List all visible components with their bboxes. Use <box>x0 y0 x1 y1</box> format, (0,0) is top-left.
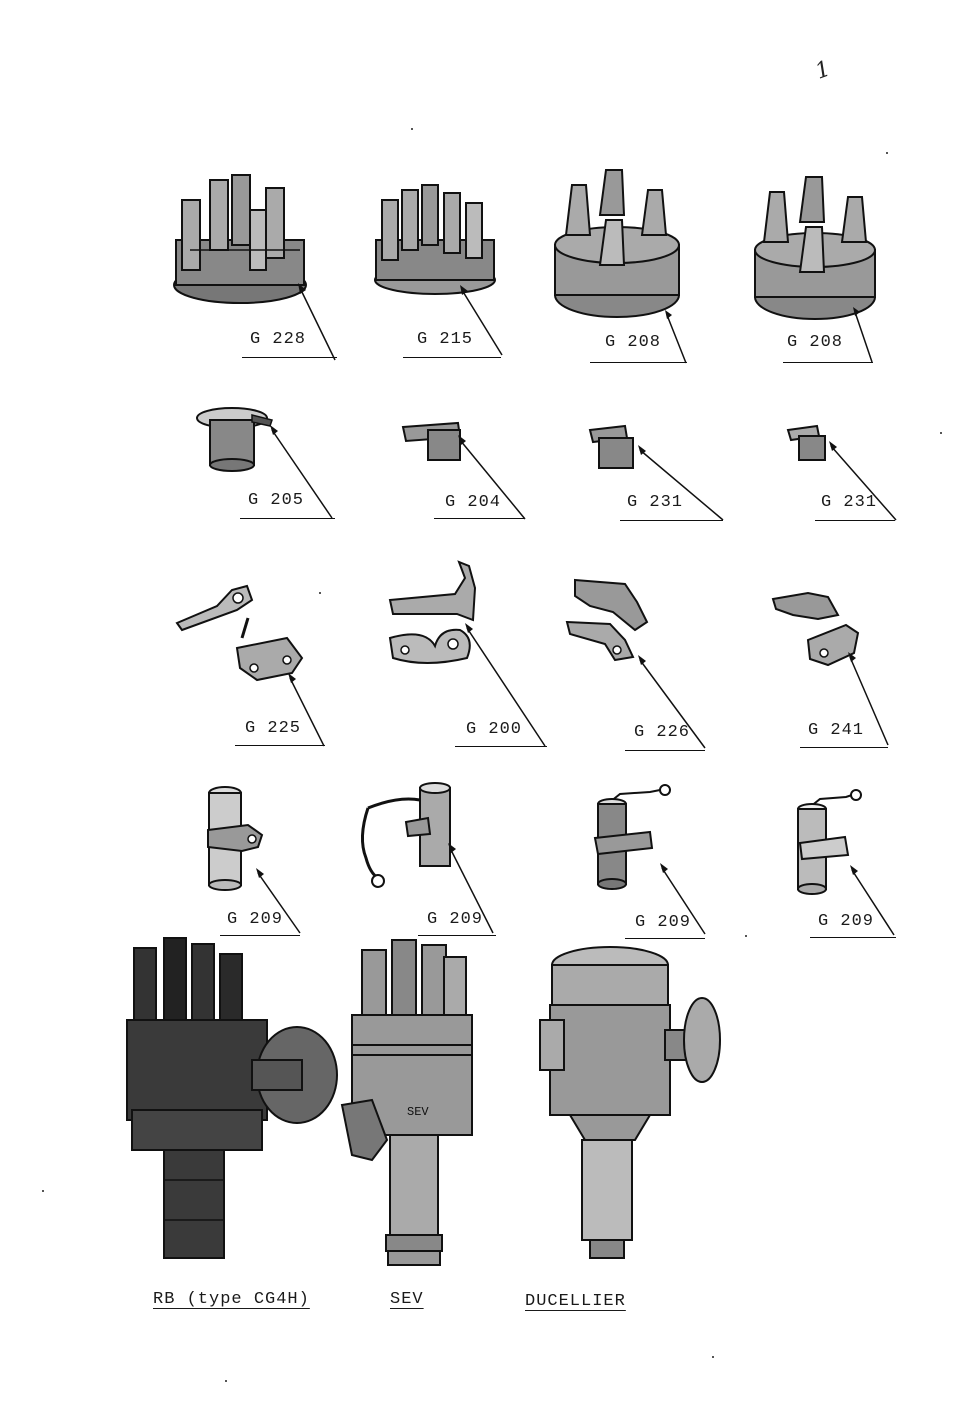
part-label: G 209 <box>635 913 692 932</box>
part-dist-rb <box>122 930 342 1265</box>
distributor-caption: RB (type CG4H) <box>153 1290 310 1309</box>
label-underline <box>590 362 687 363</box>
part-points-3 <box>565 572 710 750</box>
part-label: G 231 <box>821 493 878 512</box>
part-cap-2 <box>372 184 522 365</box>
part-label: G 241 <box>808 721 865 740</box>
part-condenser-4 <box>790 785 898 937</box>
label-underline <box>625 938 705 939</box>
label-underline <box>620 520 723 521</box>
part-cap-3 <box>552 165 692 365</box>
label-underline <box>455 746 547 747</box>
scan-speck <box>886 152 888 154</box>
part-cap-4 <box>750 172 890 372</box>
part-label: G 226 <box>634 723 691 742</box>
contact-points-icon <box>175 584 325 747</box>
condenser-icon <box>361 782 494 934</box>
label-underline <box>810 937 896 938</box>
distributor-caption: DUCELLIER <box>525 1292 626 1311</box>
part-rotor-1 <box>192 400 337 520</box>
condenser-icon <box>797 789 895 936</box>
part-dist-sev: SEV <box>332 935 482 1280</box>
distributor-icon: SEV <box>340 939 473 1266</box>
distributor-caption: SEV <box>390 1290 424 1309</box>
condenser-icon <box>207 786 301 934</box>
contact-points-icon <box>771 591 889 746</box>
rotor-arm-icon <box>786 424 897 521</box>
label-underline <box>418 935 496 936</box>
part-label: G 209 <box>427 910 484 929</box>
distributor-cap-icon <box>374 184 503 356</box>
scan-speck <box>225 1380 227 1382</box>
part-label: G 208 <box>605 333 662 352</box>
part-label: G 231 <box>627 493 684 512</box>
condenser-icon <box>593 784 706 935</box>
scan-speck <box>319 592 321 594</box>
distributor-cap-icon <box>554 169 687 364</box>
part-cap-1 <box>170 170 340 370</box>
part-label: G 200 <box>466 720 523 739</box>
part-label: G 228 <box>250 330 307 349</box>
label-underline <box>220 935 300 936</box>
scan-speck <box>411 128 413 130</box>
svg-text:SEV: SEV <box>407 1105 429 1119</box>
part-label: G 225 <box>245 719 302 738</box>
label-underline <box>800 747 888 748</box>
label-underline <box>783 362 873 363</box>
part-label: G 204 <box>445 493 502 512</box>
rotor-arm-icon <box>588 424 724 521</box>
label-underline <box>815 520 895 521</box>
part-points-2 <box>385 558 550 748</box>
label-underline <box>625 750 705 751</box>
contact-points-icon <box>388 560 546 747</box>
distributor-cap-icon <box>754 176 876 363</box>
part-rotor-4 <box>783 420 898 521</box>
label-underline <box>434 518 524 519</box>
part-label: G 205 <box>248 491 305 510</box>
distributor-icon <box>539 946 721 1259</box>
part-condenser-2 <box>358 778 498 935</box>
part-label: G 215 <box>417 330 474 349</box>
rotor-arm-icon <box>196 407 333 519</box>
part-label: G 209 <box>818 912 875 931</box>
rotor-arm-icon <box>401 421 526 520</box>
part-condenser-3 <box>590 780 710 938</box>
part-label: G 208 <box>787 333 844 352</box>
part-points-4 <box>768 585 893 748</box>
page-mark: 1 <box>812 56 834 85</box>
distributor-cap-icon <box>173 174 336 361</box>
label-underline <box>242 357 337 358</box>
contact-points-icon <box>565 578 706 749</box>
label-underline <box>240 518 335 519</box>
scan-speck <box>42 1190 44 1192</box>
part-rotor-2 <box>398 415 528 520</box>
part-dist-ducellier <box>539 940 730 1270</box>
scan-speck <box>745 935 747 937</box>
part-points-1 <box>172 578 332 753</box>
scan-speck <box>712 1356 714 1358</box>
part-rotor-3 <box>585 420 725 521</box>
distributor-icon <box>126 937 338 1259</box>
part-condenser-1 <box>200 785 305 935</box>
label-underline <box>235 745 325 746</box>
label-underline <box>403 357 501 358</box>
scan-speck <box>940 432 942 434</box>
part-label: G 209 <box>227 910 284 929</box>
